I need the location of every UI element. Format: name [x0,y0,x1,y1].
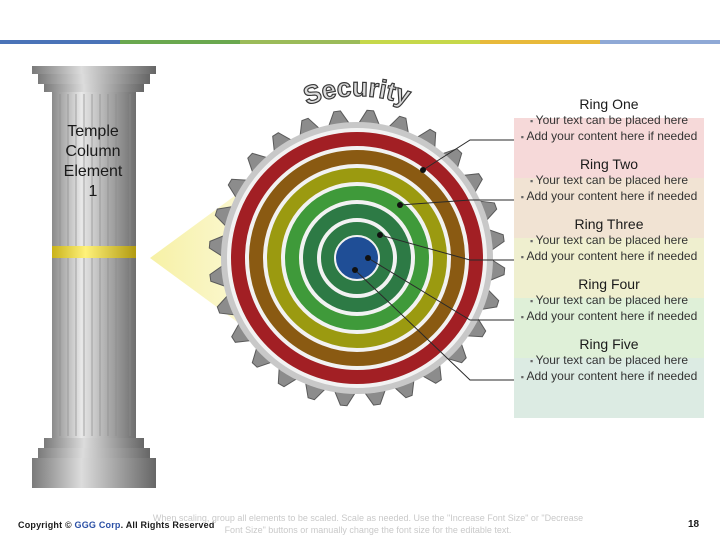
bullet-line: Your text can be placed here [516,233,702,249]
ring-description: Your text can be placed hereAdd your con… [516,173,702,205]
top-bar-segment [0,40,120,44]
bullet-line: Add your content here if needed [516,249,702,265]
connector-dot [352,267,358,273]
ring-description: Your text can be placed hereAdd your con… [516,293,702,325]
bullet-line: Your text can be placed here [516,293,702,309]
connector-line [367,257,514,321]
temple-column [32,66,156,488]
connector-line [399,199,514,206]
top-bar-segment [600,40,720,44]
bullet-line: Your text can be placed here [516,173,702,189]
connector-dot [420,167,426,173]
gear-title: Security [300,72,416,111]
connector-line [422,139,514,171]
target-rings [227,128,487,388]
ring-title: Ring One [579,96,639,112]
connectors [352,139,514,381]
connector-dot [377,232,383,238]
connector-dot [397,202,403,208]
ring-description: Your text can be placed hereAdd your con… [516,353,702,385]
ring-title: Ring Four [578,276,640,292]
bullet-line: Add your content here if needed [516,309,702,325]
pillar-label: Temple Column Element 1 [63,123,123,200]
ring-title: Ring Five [579,336,639,352]
top-bar-segment [120,40,240,44]
column-band [52,246,136,258]
bullet-line: Add your content here if needed [516,129,702,145]
ring-title: Ring Two [579,156,639,172]
ring-description: Your text can be placed hereAdd your con… [516,113,702,145]
top-color-bar [0,40,720,44]
rights-text: . All Rights Reserved [120,520,215,530]
connector-line [354,269,514,381]
scaling-note: When scaling, group all elements to be s… [152,513,584,535]
copyright-prefix: Copyright © [18,520,72,530]
top-bar-segment [480,40,600,44]
brand-name: GGG Corp [74,520,121,530]
ring-description: Your text can be placed hereAdd your con… [516,233,702,265]
bullet-line: Your text can be placed here [516,353,702,369]
connector-dot [365,255,371,261]
top-bar-segment [240,40,360,44]
copyright: Copyright © GGG Corp. All Rights Reserve… [18,520,215,530]
top-bar-segment [360,40,480,44]
page-number: 18 [688,519,700,530]
connector-line [379,234,514,261]
bullet-line: Add your content here if needed [516,369,702,385]
bullet-line: Add your content here if needed [516,189,702,205]
ring-core [334,235,380,281]
ring-title: Ring Three [574,216,644,232]
bullet-line: Your text can be placed here [516,113,702,129]
